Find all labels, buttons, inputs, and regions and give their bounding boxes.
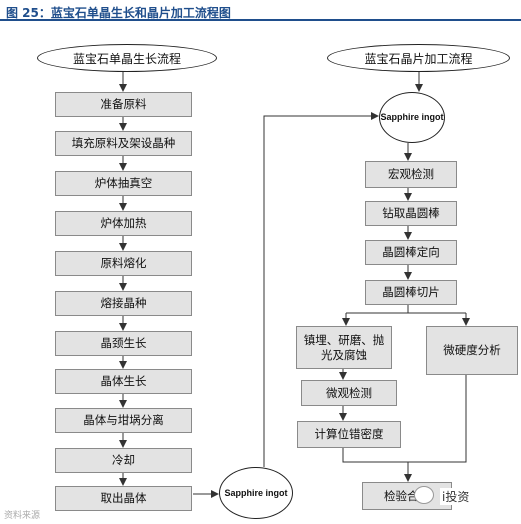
step-microhardness: 微硬度分析 [426, 326, 518, 375]
watermark-icon [414, 486, 434, 504]
step-lap-polish-etch: 镇埋、研磨、抛光及腐蚀 [296, 326, 392, 369]
arrow-ingot-loop [263, 112, 379, 467]
step-rod-orientation: 晶圆棒定向 [365, 240, 457, 265]
watermark-text: i投资 [440, 488, 472, 505]
right-flow-header: 蓝宝石晶片加工流程 [327, 44, 510, 72]
step-prepare-material: 准备原料 [55, 92, 192, 117]
step-fill-material-seed: 填充原料及架设晶种 [55, 131, 192, 156]
step-crystal-growth: 晶体生长 [55, 369, 192, 394]
step-dislocation-density: 计算位错密度 [297, 421, 401, 448]
step-neck-growth: 晶颈生长 [55, 331, 192, 356]
merge-right [408, 375, 467, 463]
step-inspection-pass: 检验合格 [362, 482, 452, 510]
step-seed-fusion: 熔接晶种 [55, 291, 192, 316]
step-furnace-vacuum: 炉体抽真空 [55, 171, 192, 196]
merge-left [342, 448, 408, 463]
step-crucible-separation: 晶体与坩埚分离 [55, 408, 192, 433]
step-rod-slicing: 晶圆棒切片 [365, 280, 457, 305]
step-material-melting: 原料熔化 [55, 251, 192, 276]
step-remove-crystal: 取出晶体 [55, 486, 192, 511]
sapphire-ingot-bottom: Sapphire ingot [219, 467, 293, 519]
left-flow-header: 蓝宝石单晶生长流程 [37, 44, 217, 72]
step-core-drilling: 钻取晶圆棒 [365, 201, 457, 226]
step-micro-inspection: 微观检测 [301, 380, 397, 406]
step-macro-inspection: 宏观检测 [365, 161, 457, 188]
source-note: 资料来源 [4, 511, 41, 521]
step-cooling: 冷却 [55, 448, 192, 473]
title-underline [0, 19, 521, 21]
figure-title: 图 25：蓝宝石单晶生长和晶片加工流程图 [6, 6, 231, 20]
step-furnace-heating: 炉体加热 [55, 211, 192, 236]
sapphire-ingot-top: Sapphire ingot [379, 92, 445, 143]
